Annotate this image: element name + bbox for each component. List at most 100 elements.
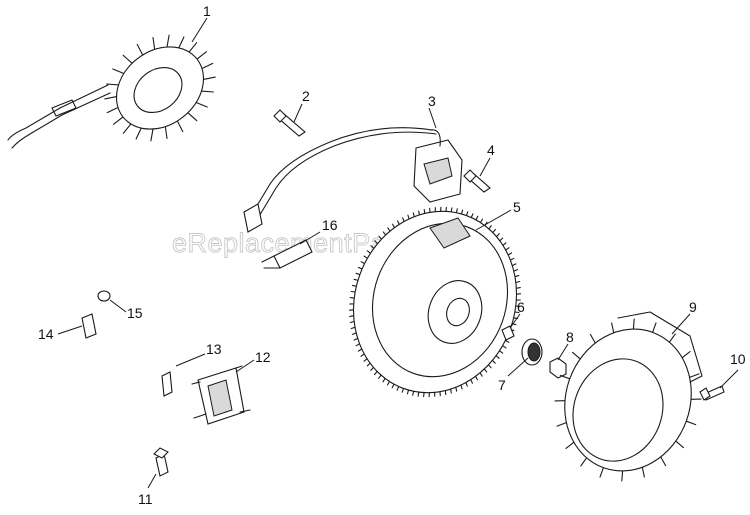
bolt-part-10[interactable] [699, 385, 725, 401]
flywheel-tooth [460, 384, 463, 390]
flywheel-tooth [355, 272, 361, 276]
flywheel-tooth [366, 362, 371, 367]
flywheel-tooth [401, 387, 405, 393]
callout-4: 4 [487, 142, 495, 158]
fan-blade [580, 457, 588, 467]
key-part-6[interactable] [501, 325, 515, 341]
callout-8: 8 [566, 329, 574, 345]
flywheel-tooth [514, 311, 520, 314]
stator-fin [106, 106, 119, 114]
stator-fin [166, 34, 170, 48]
stator-fin [104, 96, 118, 100]
flywheel-tooth [363, 255, 368, 259]
leader-line-5 [475, 209, 512, 231]
flywheel-tooth [355, 343, 361, 347]
leader-line-12 [235, 359, 255, 373]
stator-fin [200, 90, 214, 93]
fan-blade [685, 420, 697, 426]
flywheel-tooth [470, 213, 474, 219]
flywheel-tooth [366, 250, 372, 254]
flywheel-tooth [353, 278, 359, 281]
flywheel-tooth [406, 389, 410, 395]
flywheel-tooth [423, 392, 425, 398]
stator-fin [112, 116, 124, 125]
ignition-module-part[interactable] [243, 127, 463, 233]
nut-part-8[interactable] [549, 357, 567, 379]
fan-blade [689, 373, 700, 378]
callout-9: 9 [689, 299, 697, 315]
fan-blade [599, 467, 604, 478]
flywheel-tooth [491, 359, 496, 364]
leader-line-3 [428, 107, 437, 129]
fan-blade [681, 351, 691, 359]
flywheel-tooth [488, 225, 492, 230]
flywheel-tooth [450, 388, 452, 394]
flywheel-tooth [417, 391, 420, 397]
screw-part-4[interactable] [463, 169, 491, 193]
clip-part-14[interactable] [81, 313, 97, 339]
flywheel-tooth [492, 228, 496, 234]
stator-fin [122, 54, 133, 64]
stator-part[interactable] [7, 30, 220, 149]
flywheel-tooth [397, 220, 400, 225]
fan-blade [556, 422, 567, 427]
flywheel-tooth [387, 227, 391, 232]
leader-line-6 [509, 313, 521, 329]
stator-fin [135, 127, 142, 140]
flywheel-part[interactable] [328, 188, 541, 416]
screw-part-11[interactable] [153, 447, 169, 477]
flywheel-tooth [495, 355, 500, 359]
flywheel-tooth [465, 211, 469, 217]
leader-line-10 [719, 369, 739, 389]
flywheel-tooth [423, 208, 426, 214]
flywheel-tooth [357, 348, 363, 352]
nut-part-15[interactable] [97, 290, 111, 302]
fan-blade [641, 466, 645, 478]
flywheel-tooth [504, 339, 510, 343]
leader-line-15 [109, 299, 127, 313]
stator-fin [188, 42, 198, 53]
leader-lines [57, 17, 739, 489]
leader-line-1 [191, 17, 208, 43]
fan-blade [559, 374, 571, 380]
callout-1: 1 [203, 3, 211, 19]
flywheel-tooth [465, 381, 468, 387]
stator-fin [152, 37, 156, 51]
fan-blade [660, 456, 667, 467]
rectifier-regulator-part[interactable] [191, 365, 251, 425]
flywheel-tooth [360, 261, 366, 265]
flywheel-tooth [350, 290, 356, 293]
flywheel-tooth [450, 207, 453, 213]
flywheel-tooth [460, 209, 464, 215]
fan-part[interactable] [545, 311, 711, 489]
callout-12: 12 [255, 349, 271, 365]
bolt-part-2[interactable] [273, 109, 306, 137]
flywheel-tooth [351, 332, 357, 335]
leader-line-4 [479, 157, 491, 177]
flywheel-tooth [499, 237, 504, 242]
flywheel-tooth [370, 245, 375, 249]
flywheel-tooth [507, 252, 513, 256]
leader-line-13 [175, 353, 206, 367]
flywheel-tooth [470, 379, 473, 384]
flywheel-tooth [495, 233, 500, 238]
flywheel-tooth [487, 364, 492, 369]
leader-line-14 [57, 325, 83, 335]
callout-3: 3 [428, 93, 436, 109]
fan-blade [621, 470, 624, 482]
fan-blade [632, 318, 635, 330]
flywheel-tooth [511, 263, 517, 267]
callout-11: 11 [138, 491, 153, 507]
stator-fin [106, 83, 120, 86]
flywheel-tooth [479, 372, 483, 377]
bracket-part-13[interactable] [161, 371, 173, 397]
flywheel-tooth [412, 212, 415, 218]
fan-blade [668, 333, 676, 343]
flywheel-tooth [378, 235, 383, 240]
flywheel-tooth [378, 374, 382, 379]
spark-plug-part[interactable] [261, 239, 313, 269]
stator-fin [112, 68, 125, 75]
stator-fin [195, 101, 208, 108]
flywheel-tooth [455, 386, 458, 392]
